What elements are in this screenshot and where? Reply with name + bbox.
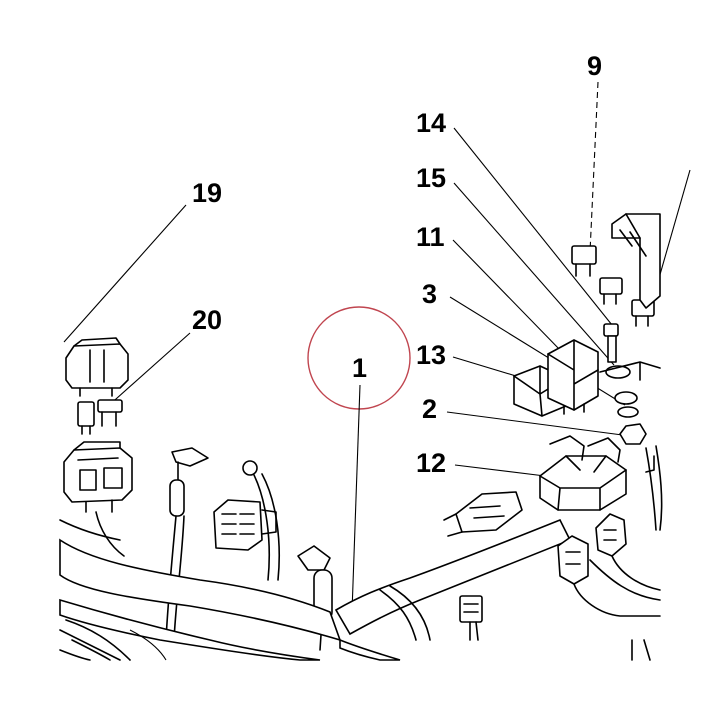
ground-terminal <box>165 447 209 641</box>
leader-15 <box>453 182 615 366</box>
leader-1 <box>351 384 361 613</box>
relay-19 <box>65 337 129 397</box>
leader-offpage <box>654 169 691 293</box>
leader-11 <box>452 239 563 353</box>
leader-19 <box>63 204 187 343</box>
inline-fuse-holder <box>297 545 333 651</box>
multipin-connector <box>213 499 277 551</box>
screw-shank-14 <box>607 335 617 363</box>
harness-connector <box>443 491 523 537</box>
nut-2 <box>619 423 647 445</box>
nut-3 <box>617 406 639 418</box>
callout-2: 2 <box>422 394 437 424</box>
leader-9 <box>589 81 599 253</box>
callout-20: 20 <box>192 305 222 335</box>
callout-15: 15 <box>416 163 446 193</box>
callout-labels: 9 14 15 11 3 13 2 12 19 20 1 <box>192 51 602 478</box>
callout-19: 19 <box>192 178 222 208</box>
callout-1: 1 <box>352 353 367 383</box>
relay-12 <box>539 435 627 511</box>
screw-head-14 <box>603 323 619 337</box>
leader-lines <box>63 81 691 613</box>
washer-3 <box>614 391 638 405</box>
bottom-left-bundle <box>65 619 167 661</box>
leader-12 <box>454 464 546 477</box>
leader-2 <box>446 411 631 437</box>
leader-14 <box>453 127 613 326</box>
fuse-block-9 <box>571 213 661 381</box>
callout-14: 14 <box>416 108 446 138</box>
fuse-20 <box>77 399 123 435</box>
right-harness <box>557 445 663 661</box>
callout-3: 3 <box>422 279 437 309</box>
callout-9: 9 <box>587 51 602 81</box>
fuse-box-left <box>63 441 133 513</box>
callout-11: 11 <box>416 222 445 252</box>
callout-12: 12 <box>416 448 446 478</box>
relay-11 <box>547 339 599 415</box>
leader-20 <box>106 332 191 408</box>
leader-13 <box>452 356 517 377</box>
callout-13: 13 <box>416 340 446 370</box>
fastener-stack <box>603 323 647 445</box>
small-connector <box>459 595 483 641</box>
